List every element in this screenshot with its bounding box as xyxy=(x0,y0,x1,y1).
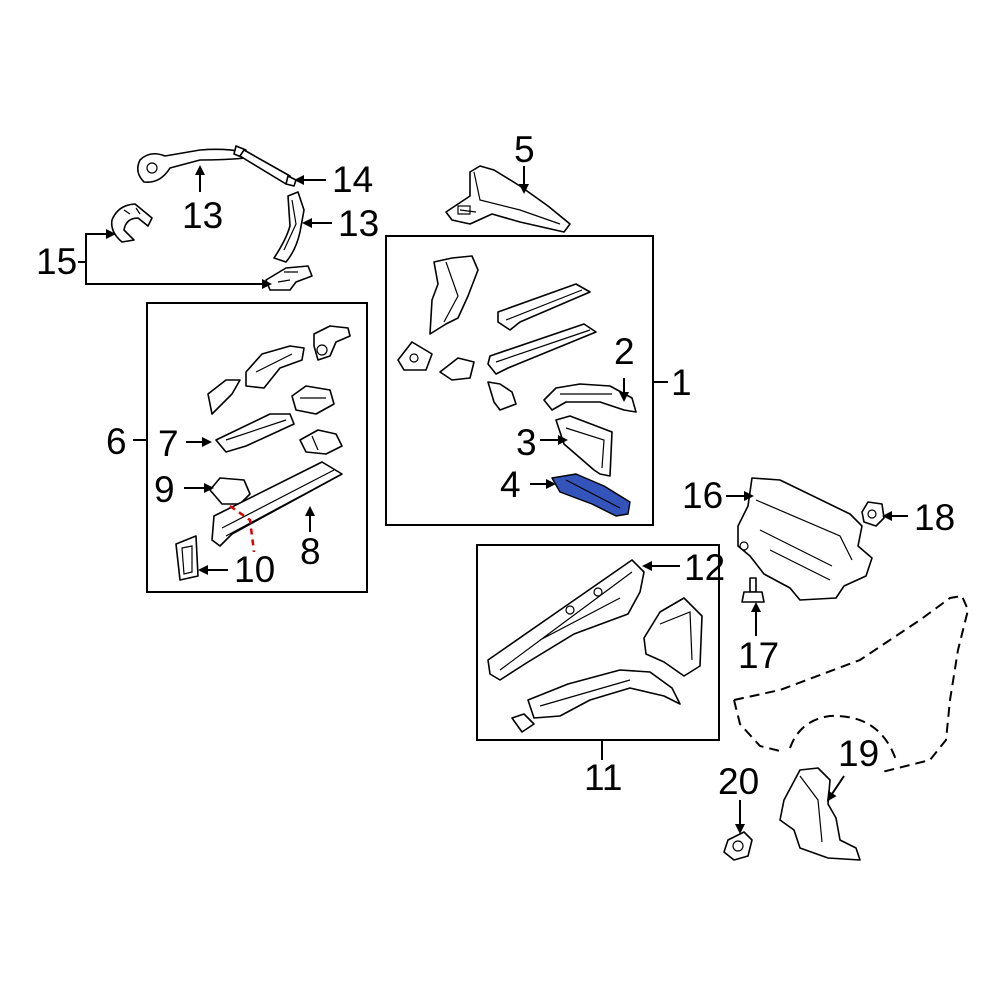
part-6-box-bracket[interactable] xyxy=(291,385,335,415)
leader-15 xyxy=(85,229,116,262)
part-19-splash-shield[interactable] xyxy=(779,767,861,861)
part-13-upper-brace[interactable] xyxy=(136,145,247,184)
part-7-plate[interactable] xyxy=(215,413,295,453)
part-3-inner-panel[interactable] xyxy=(555,415,613,477)
part-15-bracket-upper[interactable] xyxy=(110,203,153,243)
callout-17: 17 xyxy=(738,635,779,676)
callout-7: 7 xyxy=(158,423,179,464)
callout-3: 3 xyxy=(516,422,537,463)
group-box-1 xyxy=(385,235,654,526)
part-1-apron-upper[interactable] xyxy=(429,255,479,335)
part-6-small-bracket[interactable] xyxy=(299,429,343,455)
part-6-upper-member[interactable] xyxy=(245,345,305,389)
part-6-bracket-top[interactable] xyxy=(313,325,351,361)
part-11-lower-rail[interactable] xyxy=(527,669,681,719)
part-20-clip[interactable] xyxy=(723,831,753,861)
callout-13-side: 13 xyxy=(338,203,379,244)
callout-13-upper: 13 xyxy=(182,195,223,236)
callout-12: 12 xyxy=(684,547,725,588)
callout-14: 14 xyxy=(332,159,373,200)
callout-2: 2 xyxy=(614,331,635,372)
part-1-rail-upper[interactable] xyxy=(497,283,591,331)
part-6-side-bracket[interactable] xyxy=(207,379,241,415)
part-9-clip[interactable] xyxy=(209,477,251,505)
part-8-frame-rail[interactable] xyxy=(211,461,343,547)
part-10-bracket[interactable] xyxy=(175,535,199,581)
part-16-fender-liner[interactable] xyxy=(737,477,873,601)
callout-15: 15 xyxy=(36,241,77,282)
part-2-reinforcement[interactable] xyxy=(543,383,637,413)
part-1-rail-lower[interactable] xyxy=(487,323,597,375)
part-11-apron-panel[interactable] xyxy=(643,597,703,677)
part-5-apron-extension[interactable] xyxy=(445,165,571,233)
callout-6: 6 xyxy=(106,421,127,462)
callout-19: 19 xyxy=(838,733,879,774)
fender-outline xyxy=(733,594,970,773)
group-box-11 xyxy=(476,544,720,741)
part-12-upper-rail[interactable] xyxy=(487,559,645,681)
callout-1: 1 xyxy=(671,362,692,403)
part-18-nut[interactable] xyxy=(861,501,885,527)
group-box-6 xyxy=(146,302,368,593)
part-17-bolt[interactable] xyxy=(741,577,765,603)
part-11-small-clip[interactable] xyxy=(511,713,535,733)
part-1-clip[interactable] xyxy=(439,357,475,381)
callout-10: 10 xyxy=(234,549,275,590)
callout-18: 18 xyxy=(914,497,955,538)
callout-16: 16 xyxy=(682,475,723,516)
part-1-gusset-left[interactable] xyxy=(397,341,433,371)
part-14-rod[interactable] xyxy=(239,149,297,187)
part-4-highlighted-member[interactable] xyxy=(551,473,631,517)
callout-4: 4 xyxy=(500,464,521,505)
leader-19 xyxy=(826,775,845,802)
callout-11: 11 xyxy=(584,757,622,798)
cut-line-marker xyxy=(229,504,256,553)
leader-15b xyxy=(85,262,272,289)
callout-20: 20 xyxy=(718,761,759,802)
callout-5: 5 xyxy=(514,129,535,170)
part-1-small-bracket[interactable] xyxy=(487,381,517,411)
part-15-bracket-lower[interactable] xyxy=(265,265,313,291)
callout-8: 8 xyxy=(300,531,321,572)
callout-9: 9 xyxy=(154,469,175,510)
part-13-side-brace[interactable] xyxy=(273,191,305,263)
